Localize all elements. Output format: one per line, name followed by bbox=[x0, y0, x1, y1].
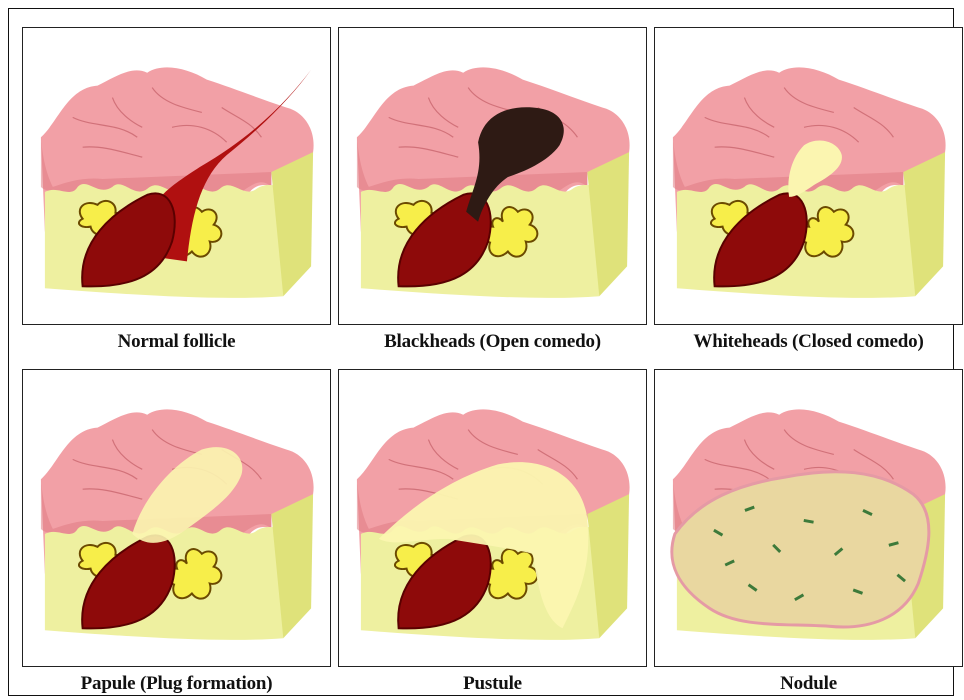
panel-papule bbox=[22, 369, 331, 667]
figure-frame: Normal follicle Blackheads (Open comedo) bbox=[8, 8, 954, 696]
caption-whiteheads: Whiteheads (Closed comedo) bbox=[654, 331, 963, 353]
caption-pustule: Pustule bbox=[338, 673, 647, 695]
nodule-illustration bbox=[655, 370, 962, 666]
blackheads-illustration bbox=[339, 28, 646, 324]
panel-whiteheads bbox=[654, 27, 963, 325]
normal-follicle-illustration bbox=[23, 28, 330, 324]
whiteheads-illustration bbox=[655, 28, 962, 324]
panel-pustule bbox=[338, 369, 647, 667]
caption-normal-follicle: Normal follicle bbox=[22, 331, 331, 353]
pustule-illustration bbox=[339, 370, 646, 666]
papule-illustration bbox=[23, 370, 330, 666]
caption-papule: Papule (Plug formation) bbox=[22, 673, 331, 695]
panel-nodule bbox=[654, 369, 963, 667]
caption-blackheads: Blackheads (Open comedo) bbox=[338, 331, 647, 353]
panel-blackheads bbox=[338, 27, 647, 325]
panel-normal-follicle bbox=[22, 27, 331, 325]
caption-nodule: Nodule bbox=[654, 673, 963, 695]
